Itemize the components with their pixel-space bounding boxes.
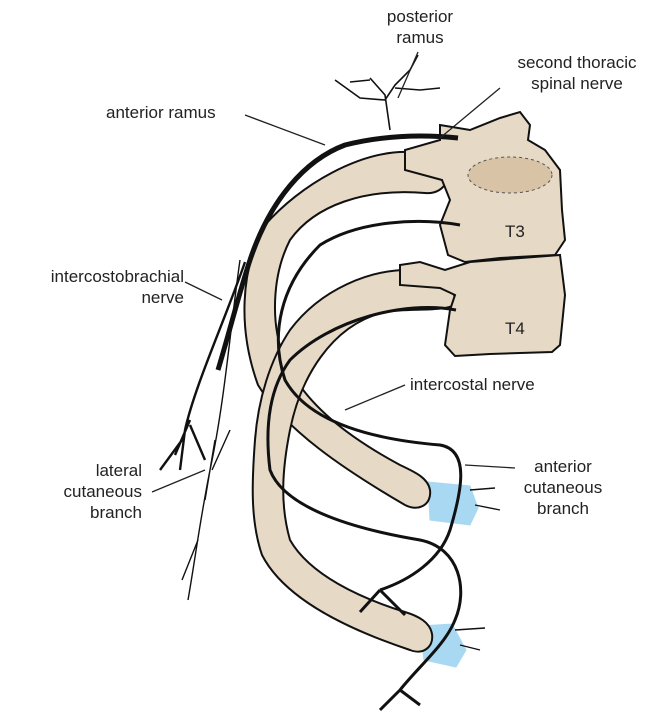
leader-posterior-ramus: [398, 52, 418, 98]
leader-intercostal: [345, 385, 405, 410]
label-posterior-ramus: posterior ramus: [360, 6, 480, 48]
leader-intercostobrachial: [185, 282, 222, 300]
t3-vertebral-body-shading: [468, 157, 552, 193]
leader-lateral-cutaneous: [152, 470, 205, 492]
t3-label: T3: [505, 222, 525, 241]
posterior-ramus-branches: [335, 55, 440, 130]
label-anterior-ramus: anterior ramus: [106, 102, 216, 123]
lateral-cutaneous-fibres: [182, 260, 240, 600]
label-anterior-cutaneous-branch: anterior cutaneous branch: [505, 456, 621, 519]
leader-anterior-ramus: [245, 115, 325, 145]
label-lateral-cutaneous-branch: lateral cutaneous branch: [50, 460, 142, 523]
label-intercostal-nerve: intercostal nerve: [410, 374, 535, 395]
t4-label: T4: [505, 319, 525, 338]
label-intercostobrachial-nerve: intercostobrachial nerve: [8, 266, 184, 308]
label-second-thoracic-spinal-nerve: second thoracic spinal nerve: [492, 52, 662, 94]
